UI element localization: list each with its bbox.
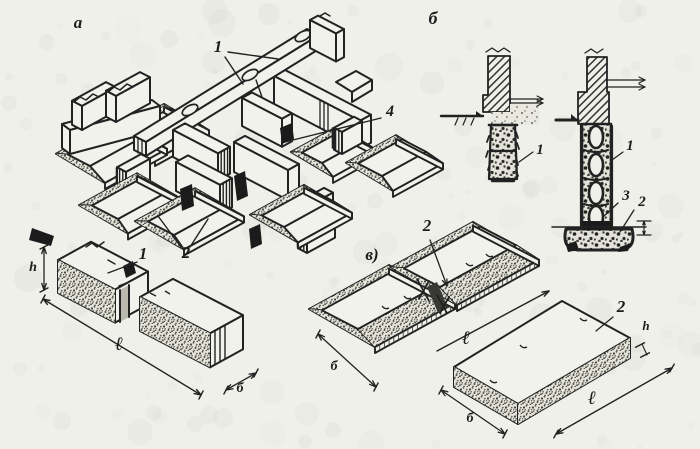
svg-text:б: б <box>429 8 439 28</box>
svg-text:ℓ: ℓ <box>115 334 123 355</box>
svg-text:а: а <box>74 13 83 32</box>
svg-text:2: 2 <box>637 194 646 210</box>
svg-text:h: h <box>29 260 37 275</box>
svg-text:1: 1 <box>139 244 148 263</box>
svg-text:1: 1 <box>214 37 223 56</box>
svg-text:h: h <box>642 318 649 333</box>
svg-text:2: 2 <box>422 216 432 235</box>
svg-text:б: б <box>331 359 339 374</box>
svg-text:4: 4 <box>385 103 394 120</box>
svg-text:в): в) <box>365 245 378 264</box>
svg-text:ℓ: ℓ <box>588 388 596 409</box>
svg-text:1: 1 <box>626 138 634 154</box>
svg-text:2: 2 <box>616 297 626 316</box>
svg-text:б: б <box>467 411 475 426</box>
svg-text:3: 3 <box>621 188 630 204</box>
svg-text:ℓ: ℓ <box>462 328 470 349</box>
svg-text:1: 1 <box>536 142 544 158</box>
svg-text:2: 2 <box>181 243 191 262</box>
svg-text:б: б <box>237 381 245 396</box>
